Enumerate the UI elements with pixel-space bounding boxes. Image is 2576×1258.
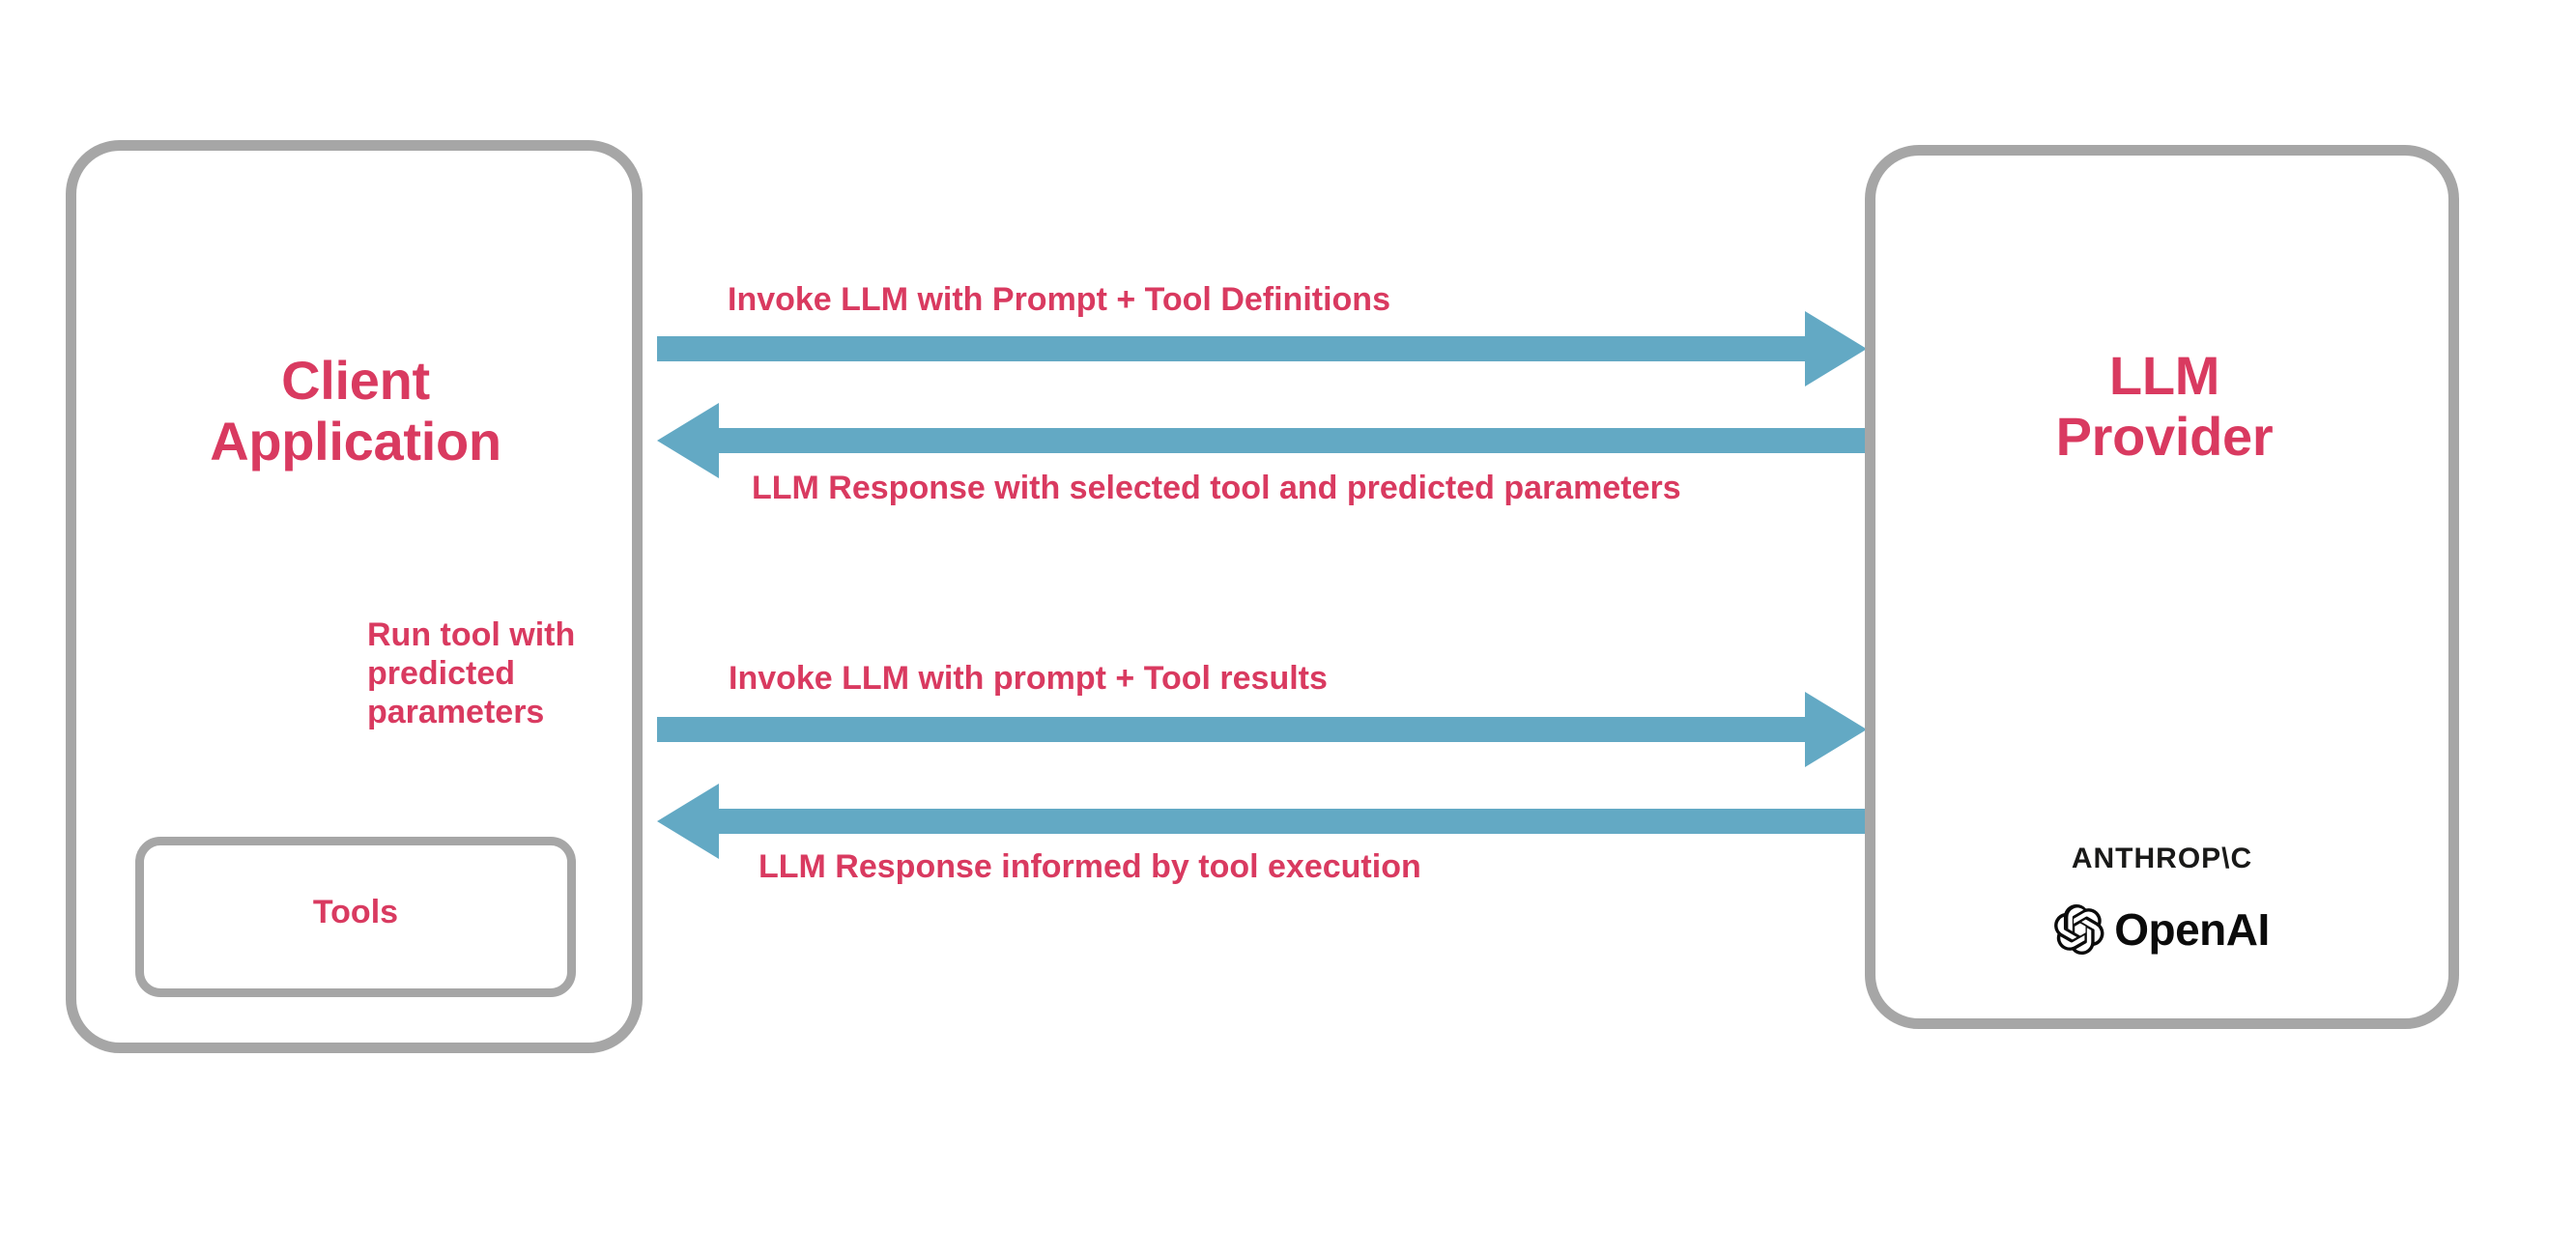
openai-mark-icon <box>2054 904 2104 955</box>
arrow-flow-1 <box>657 311 1867 386</box>
tools-node[interactable] <box>135 837 576 997</box>
arrow-label-llm-response-informed-by-tool-execution: LLM Response informed by tool execution <box>758 848 1421 885</box>
arrow-flow-2 <box>657 403 1867 478</box>
arrow-label-run-tool: Run tool with predicted parameters <box>367 616 576 731</box>
client-application-title: Client Application <box>75 350 636 472</box>
tools-label: Tools <box>312 894 399 930</box>
provider-title-line-1: LLM <box>2108 345 2220 406</box>
llm-provider-node <box>1865 145 2459 1029</box>
openai-logo: OpenAI <box>1865 903 2459 956</box>
arrow-label-invoke-llm-prompt-tool-definitions: Invoke LLM with Prompt + Tool Definition… <box>728 281 1390 318</box>
openai-wordmark: OpenAI <box>2114 904 2270 955</box>
client-title-line-2: Application <box>210 410 501 472</box>
arrow-label-llm-response-selected-tool: LLM Response with selected tool and pred… <box>752 470 1681 506</box>
provider-title-line-2: Provider <box>2055 405 2274 467</box>
arrow-flow-3 <box>657 692 1867 767</box>
arrow-label-invoke-llm-prompt-tool-results: Invoke LLM with prompt + Tool results <box>729 660 1328 697</box>
anthropic-logo: ANTHROP\C <box>2071 843 2253 874</box>
client-title-line-1: Client <box>281 350 430 411</box>
llm-provider-title: LLM Provider <box>1875 345 2454 467</box>
